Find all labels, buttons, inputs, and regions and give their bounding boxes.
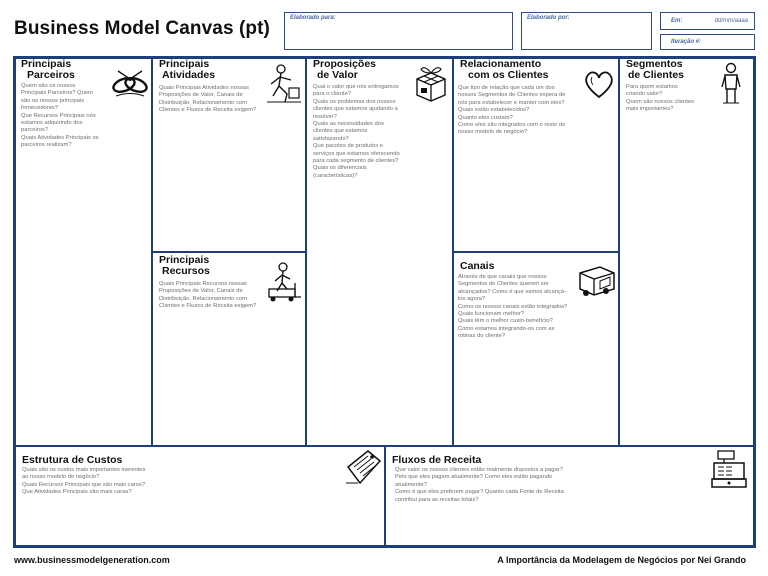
key-activities-title: Principais Atividades	[159, 58, 216, 81]
customer-segments-title: Segmentos de Clientes	[626, 58, 685, 81]
footer-website[interactable]: www.businessmodelgeneration.com	[14, 555, 170, 565]
value-propositions-title: Proposições de Valor	[313, 58, 377, 81]
key-resources-title: Principais Recursos	[159, 254, 210, 277]
block-key-activities[interactable]: Principais Atividades Quais Principais A…	[152, 58, 306, 252]
cash-register-icon	[711, 450, 747, 488]
cost-structure-title: Estrutura de Custos	[22, 454, 123, 466]
channels-title: Canais	[460, 260, 495, 272]
footer-credit: A Importância da Modelagem de Negócios p…	[497, 555, 746, 565]
person-icon	[721, 62, 741, 104]
block-cost-structure[interactable]: Estrutura de Custos Quais são os custos …	[15, 446, 385, 546]
prepared-by-field[interactable]: Elaborado por:	[521, 12, 652, 50]
page-title: Business Model Canvas (pt)	[14, 18, 270, 39]
iteration-label: Iteração #:	[671, 39, 702, 45]
iteration-field[interactable]: Iteração #:	[660, 34, 755, 50]
block-key-resources[interactable]: Principais Recursos Quais Principais Rec…	[152, 252, 306, 446]
prepared-for-label: Elaborado para:	[290, 15, 336, 21]
forklift-icon	[268, 262, 301, 302]
price-tag-icon	[346, 450, 382, 485]
revenue-streams-questions: Que valor os nossos clientes estão realm…	[395, 467, 564, 503]
block-revenue-streams[interactable]: Fluxos de Receita Que valor os nossos cl…	[385, 446, 754, 546]
canvas-frame	[13, 56, 756, 548]
handshake-link-icon	[112, 70, 148, 97]
prepared-for-field[interactable]: Elaborado para:	[284, 12, 513, 50]
heart-icon	[585, 71, 613, 99]
customer-relationships-title: Relacionamento com os Clientes	[460, 58, 549, 81]
revenue-streams-title: Fluxos de Receita	[392, 454, 482, 466]
date-label: Em:	[671, 18, 683, 24]
gift-box-icon	[416, 67, 446, 102]
worker-icon	[267, 64, 301, 103]
block-value-propositions[interactable]: Proposições de Valor Qual o valor que nó…	[306, 58, 453, 446]
key-partners-title: Principais Parceiros	[21, 58, 75, 81]
prepared-by-label: Elaborado por:	[527, 15, 570, 21]
cost-structure-questions: Quais são os custos mais importantes ine…	[22, 467, 146, 496]
block-customer-relationships[interactable]: Relacionamento com os Clientes Que tipo …	[453, 58, 619, 252]
date-value: dd/mm/aaaa	[714, 18, 748, 24]
date-field[interactable]: Em: dd/mm/aaaa	[660, 12, 755, 30]
delivery-truck-icon	[579, 266, 615, 296]
